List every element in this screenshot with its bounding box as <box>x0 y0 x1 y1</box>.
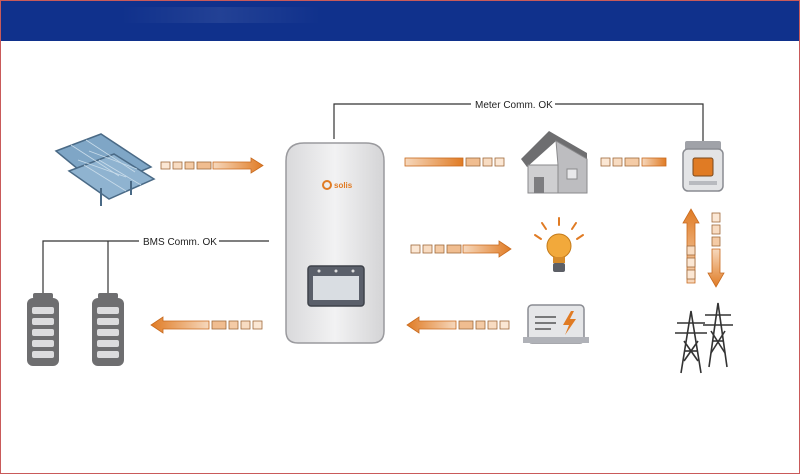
bms-comm-label: BMS Comm. OK <box>143 237 217 248</box>
house-icon <box>521 131 588 194</box>
flow-arrow-inverter-to-battery <box>150 316 263 334</box>
battery-icon <box>92 293 124 366</box>
bms-comm-line <box>42 240 269 293</box>
flow-arrow-house-meter <box>600 157 667 167</box>
bulb-icon <box>534 217 584 272</box>
header-bar <box>1 1 799 41</box>
generator-icon <box>523 304 589 344</box>
flow-arrow-grid-dashes <box>686 245 696 280</box>
flow-arrow-inverter-to-bulb <box>410 240 512 258</box>
meter-icon <box>682 141 724 192</box>
flow-arrow-generator-to-inverter <box>406 316 510 334</box>
inverter-brand: solis <box>334 181 353 190</box>
inverter-icon: solis <box>285 142 385 344</box>
energy-flow-diagram: Meter Comm. OK BMS Comm. OK solis <box>27 97 733 374</box>
pylon-icon <box>675 302 733 374</box>
battery-icon <box>27 293 59 366</box>
flow-arrow-solar-to-inverter <box>160 157 264 174</box>
meter-comm-label: Meter Comm. OK <box>475 100 553 111</box>
solar-panel-icon <box>54 133 156 206</box>
flow-arrow-inverter-to-house <box>404 157 505 167</box>
flow-arrow-grid-down <box>707 212 725 288</box>
